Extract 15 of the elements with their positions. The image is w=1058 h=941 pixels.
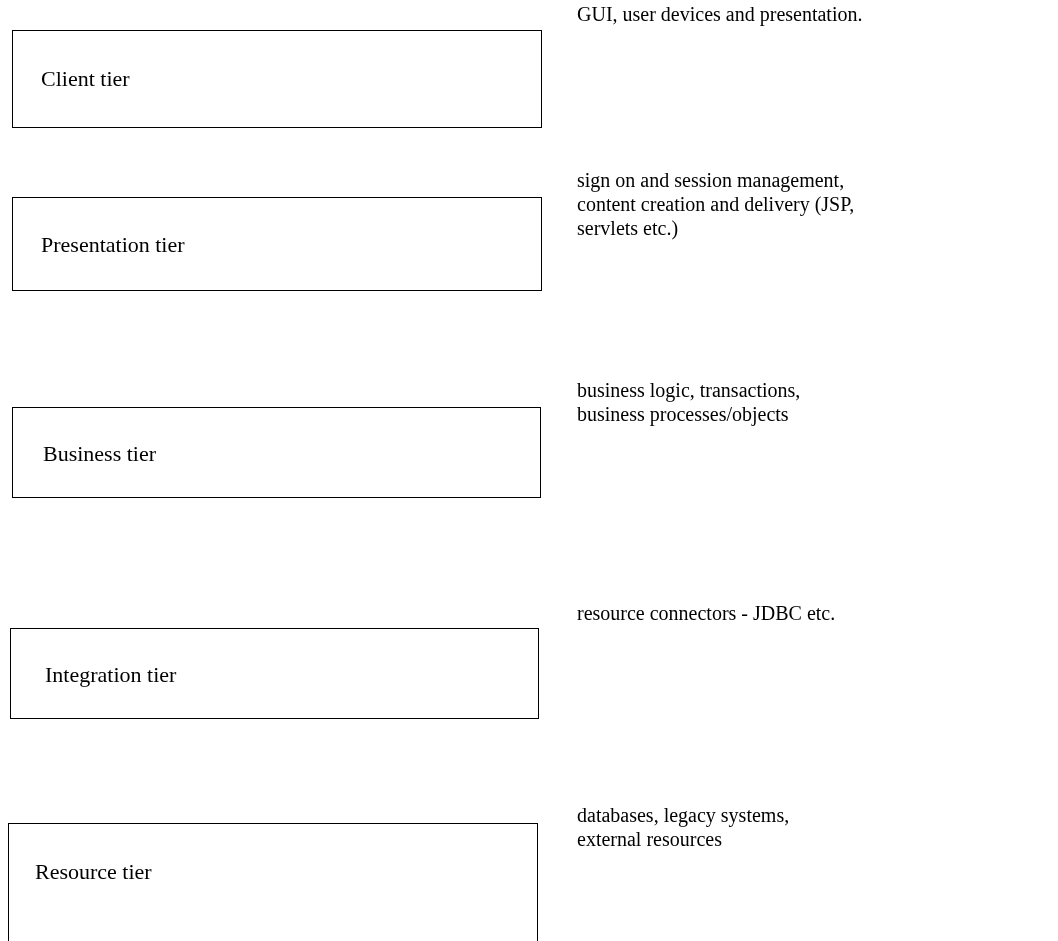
tier-box: [8, 823, 538, 941]
tier-label: Client tier: [41, 65, 130, 92]
description-text: databases, legacy systems, external resources: [577, 803, 791, 851]
description-text: sign on and session management, content creation and delivery (JSP, servlets etc.): [577, 168, 856, 240]
tier-label: Resource tier: [35, 858, 152, 885]
tier-box: [10, 628, 539, 719]
tier-label: Business tier: [43, 440, 157, 467]
tier-box: [12, 407, 541, 498]
description-text: resource connectors - JDBC etc.: [577, 601, 837, 625]
tier-box: [12, 30, 542, 128]
description-text: GUI, user devices and presentation.: [577, 2, 864, 26]
tier-label: Presentation tier: [41, 232, 185, 258]
tier-label: Integration tier: [45, 661, 177, 688]
tier-box: [12, 197, 542, 291]
description-text: business logic, transactions, business processes/objects: [577, 378, 802, 426]
